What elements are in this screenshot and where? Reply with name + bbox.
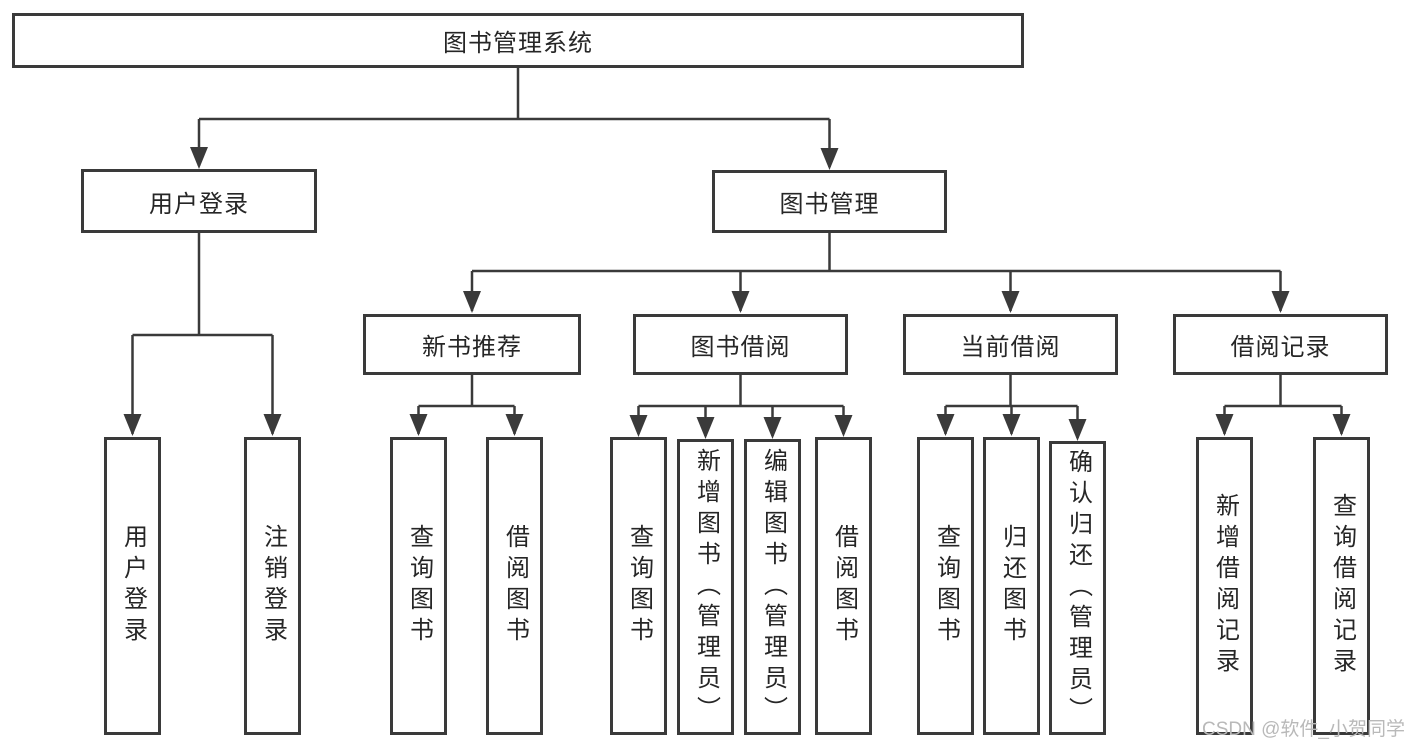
node-label: 注销登录 <box>259 524 287 648</box>
node-label: 查询借阅记录 <box>1328 493 1356 679</box>
node-label: 新增图书（管理员） <box>692 447 720 727</box>
node-borrowing-records: 借阅记录 <box>1173 314 1388 375</box>
connector-root-to-level2 <box>197 68 831 167</box>
node-label: 新书推荐 <box>422 334 522 361</box>
node-label: 当前借阅 <box>960 334 1061 361</box>
node-label: 用户登录 <box>149 190 249 218</box>
node-leaf-edit-books-admin: 编辑图书（管理员） <box>744 439 801 735</box>
node-label: 借阅图书 <box>830 524 858 648</box>
node-library-management-system: 图书管理系统 <box>12 13 1024 68</box>
node-leaf-borrow-books-1: 借阅图书 <box>486 437 543 735</box>
node-leaf-return-books: 归还图书 <box>983 437 1040 735</box>
node-book-borrowing: 图书借阅 <box>633 314 848 375</box>
node-label: 借阅图书 <box>501 524 529 648</box>
node-label: 借阅记录 <box>1230 334 1331 361</box>
node-label: 图书管理系统 <box>443 30 593 57</box>
node-leaf-confirm-return-admin: 确认归还（管理员） <box>1049 441 1106 735</box>
node-leaf-query-books-3: 查询图书 <box>917 437 974 735</box>
node-label: 新增借阅记录 <box>1211 493 1239 679</box>
node-leaf-query-books-1: 查询图书 <box>390 437 447 735</box>
node-label: 查询图书 <box>932 524 960 648</box>
connector-records-to-children <box>1223 375 1343 434</box>
node-leaf-add-borrow-record: 新增借阅记录 <box>1196 437 1253 735</box>
node-label: 查询图书 <box>405 524 433 648</box>
node-leaf-query-borrow-record: 查询借阅记录 <box>1313 437 1370 735</box>
connector-userlogin-to-children <box>131 233 274 434</box>
arrowheads <box>123 147 1351 441</box>
node-leaf-borrow-books-2: 借阅图书 <box>815 437 872 735</box>
node-leaf-query-books-2: 查询图书 <box>610 437 667 735</box>
node-leaf-logout: 注销登录 <box>244 437 301 735</box>
node-current-borrowing: 当前借阅 <box>903 314 1118 375</box>
connector-newbook-to-children <box>417 375 516 434</box>
node-leaf-user-login: 用户登录 <box>104 437 161 735</box>
node-label: 确认归还（管理员） <box>1064 448 1092 728</box>
node-label: 图书借阅 <box>690 334 791 361</box>
node-label: 归还图书 <box>998 524 1026 648</box>
node-new-book-recommend: 新书推荐 <box>363 314 581 375</box>
node-label: 用户登录 <box>119 524 147 648</box>
node-book-management: 图书管理 <box>712 170 947 233</box>
connector-bookmgmt-to-level3 <box>470 233 1282 311</box>
node-label: 编辑图书（管理员） <box>759 447 787 727</box>
csdn-watermark: CSDN @软件_小贺同学 <box>1202 719 1405 740</box>
node-user-login: 用户登录 <box>81 169 317 233</box>
connector-borrow-to-children <box>637 375 845 436</box>
node-label: 图书管理 <box>779 191 880 218</box>
node-leaf-add-books-admin: 新增图书（管理员） <box>677 439 734 735</box>
node-label: 查询图书 <box>625 524 653 648</box>
